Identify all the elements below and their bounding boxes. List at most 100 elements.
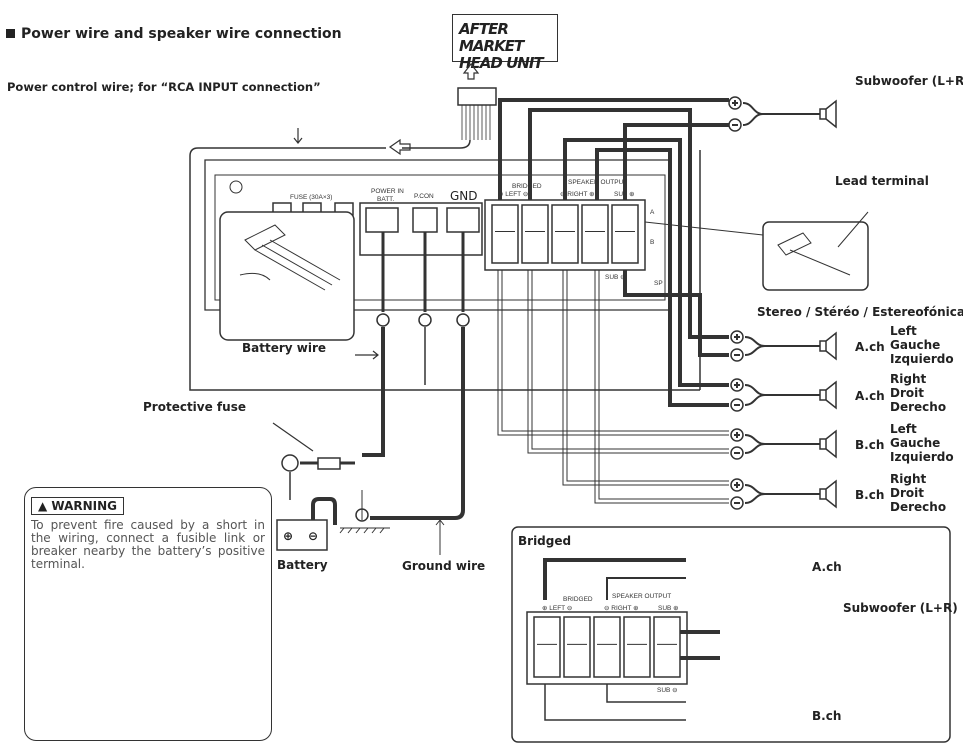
bridged-panel xyxy=(511,526,951,743)
speaker-wire xyxy=(623,270,729,357)
battery-wire-label: Battery wire xyxy=(242,341,326,355)
screw-icon xyxy=(229,180,243,194)
speaker-icon xyxy=(819,380,837,410)
speaker-side-en: Left xyxy=(890,324,917,338)
warning-box: ▲ WARNING To prevent fire caused by a sh… xyxy=(24,487,272,741)
speaker-side-en: Left xyxy=(890,422,917,436)
speaker-side-fr: Gauche xyxy=(890,436,940,450)
speaker-cable xyxy=(744,384,820,406)
speaker-terminal xyxy=(623,616,651,678)
speaker-wire xyxy=(528,108,729,339)
warning-badge-text: WARNING xyxy=(51,499,118,513)
speaker-channel-label: B.ch xyxy=(855,438,884,452)
speaker-wire xyxy=(623,123,729,200)
sub-minus-label: SUB ⊖ xyxy=(605,274,626,281)
speaker-side-es: Derecho xyxy=(890,400,946,414)
speaker-wire xyxy=(563,138,729,387)
fuse-label: FUSE (30A×3) xyxy=(290,194,332,201)
battery-label: Battery xyxy=(277,558,328,572)
speaker-side-en: Right xyxy=(890,472,926,486)
stereo-label: Stereo / Stéréo / Estereofónicas xyxy=(757,305,963,319)
speaker-wires xyxy=(497,98,729,504)
lead-terminal-label: Lead terminal xyxy=(835,174,929,188)
battery-icon xyxy=(276,519,328,551)
speaker-cable xyxy=(744,336,820,356)
batt-label: BATT. xyxy=(377,196,394,203)
bridged-b-ch: B.ch xyxy=(812,709,841,723)
speaker-channel-label: B.ch xyxy=(855,488,884,502)
speaker-side-fr: Droit xyxy=(890,486,924,500)
bridged-wire xyxy=(606,577,686,600)
gnd-label: GND xyxy=(450,189,478,203)
bridged-a-ch: A.ch xyxy=(812,560,842,574)
speaker-side-fr: Droit xyxy=(890,386,924,400)
speaker-side-fr: Gauche xyxy=(890,338,940,352)
ground-wire-label: Ground wire xyxy=(402,559,485,573)
speaker-icon xyxy=(819,99,837,129)
bridged-terminal-block xyxy=(526,611,688,685)
speaker-wire xyxy=(498,98,729,200)
speaker-terminal xyxy=(551,204,579,264)
warning-text: To prevent fire caused by a short in the… xyxy=(31,518,265,571)
speaker-wire-thin xyxy=(562,270,729,486)
subwoofer-label: Subwoofer (L+R) xyxy=(855,74,963,88)
speaker-terminal xyxy=(653,616,681,678)
speaker-icon xyxy=(819,479,837,509)
bridged-panel-speaker-output: SPEAKER OUTPUT xyxy=(612,593,671,600)
power-control-arrow xyxy=(293,128,303,144)
chassis-ground-icon xyxy=(339,527,390,534)
bridged-panel-right: ⊖ RIGHT ⊕ xyxy=(604,605,639,612)
terminal-detail-illustration xyxy=(239,224,341,291)
terminal-sign xyxy=(734,382,740,388)
speaker-wire-thin xyxy=(497,270,729,436)
bridged-wire xyxy=(544,684,686,721)
speaker-terminal xyxy=(491,204,519,264)
bridged-wire xyxy=(680,630,720,660)
speaker-cable xyxy=(742,102,820,126)
speaker-terminal-block xyxy=(484,199,646,271)
bridged-wire xyxy=(543,558,686,600)
bridged-subwoofer: Subwoofer (L+R) xyxy=(843,601,958,615)
terminal-sign xyxy=(734,334,740,340)
head-unit-line1: AFTER MARKET xyxy=(459,20,524,55)
power-control-label: Power control wire; for “RCA INPUT conne… xyxy=(7,80,321,94)
speaker-terminal xyxy=(611,204,639,264)
pcon-label: P.CON xyxy=(414,193,434,200)
fuse-icon xyxy=(317,457,341,470)
speaker-icon xyxy=(819,331,837,361)
speaker-channel-label: A.ch xyxy=(855,389,885,403)
a-label: A xyxy=(650,209,655,216)
terminal-sign xyxy=(732,100,738,106)
bridged-title: Bridged xyxy=(518,534,571,548)
speaker-terminal xyxy=(563,616,591,678)
terminal-sign xyxy=(734,432,740,438)
speaker-terminal xyxy=(521,204,549,264)
terminal-sign xyxy=(734,482,740,488)
protective-fuse-label: Protective fuse xyxy=(143,400,246,414)
speaker-wire xyxy=(595,148,729,407)
speaker-icon xyxy=(819,429,837,459)
right-label: ⊖ RIGHT ⊕ xyxy=(560,191,595,198)
battery-wire-inset xyxy=(219,211,355,341)
speaker-terminal xyxy=(533,616,561,678)
speaker-cable xyxy=(744,434,820,454)
bridged-panel-bridged: BRIDGED xyxy=(563,596,593,603)
power-wires xyxy=(281,232,470,520)
speaker-side-es: Izquierdo xyxy=(890,352,954,366)
left-label: ⊕ LEFT ⊖ xyxy=(498,191,529,198)
bridged-panel-sub-minus: SUB ⊖ xyxy=(657,687,678,694)
speaker-terminal xyxy=(593,616,621,678)
speaker-wire-thin xyxy=(527,270,729,454)
head-unit-connector xyxy=(388,63,497,156)
speaker-terminal xyxy=(581,204,609,264)
bridged-panel-left: ⊕ LEFT ⊖ xyxy=(542,605,573,612)
speaker-side-es: Izquierdo xyxy=(890,450,954,464)
bridged-panel-sub: SUB ⊕ xyxy=(658,605,679,612)
warning-badge: ▲ WARNING xyxy=(31,497,125,515)
speaker-side-en: Right xyxy=(890,372,926,386)
speaker-wire-thin xyxy=(594,270,729,504)
power-in-label: POWER IN xyxy=(371,188,404,195)
bridged-label: BRIDGED xyxy=(512,183,542,190)
bridged-wires xyxy=(543,558,720,721)
